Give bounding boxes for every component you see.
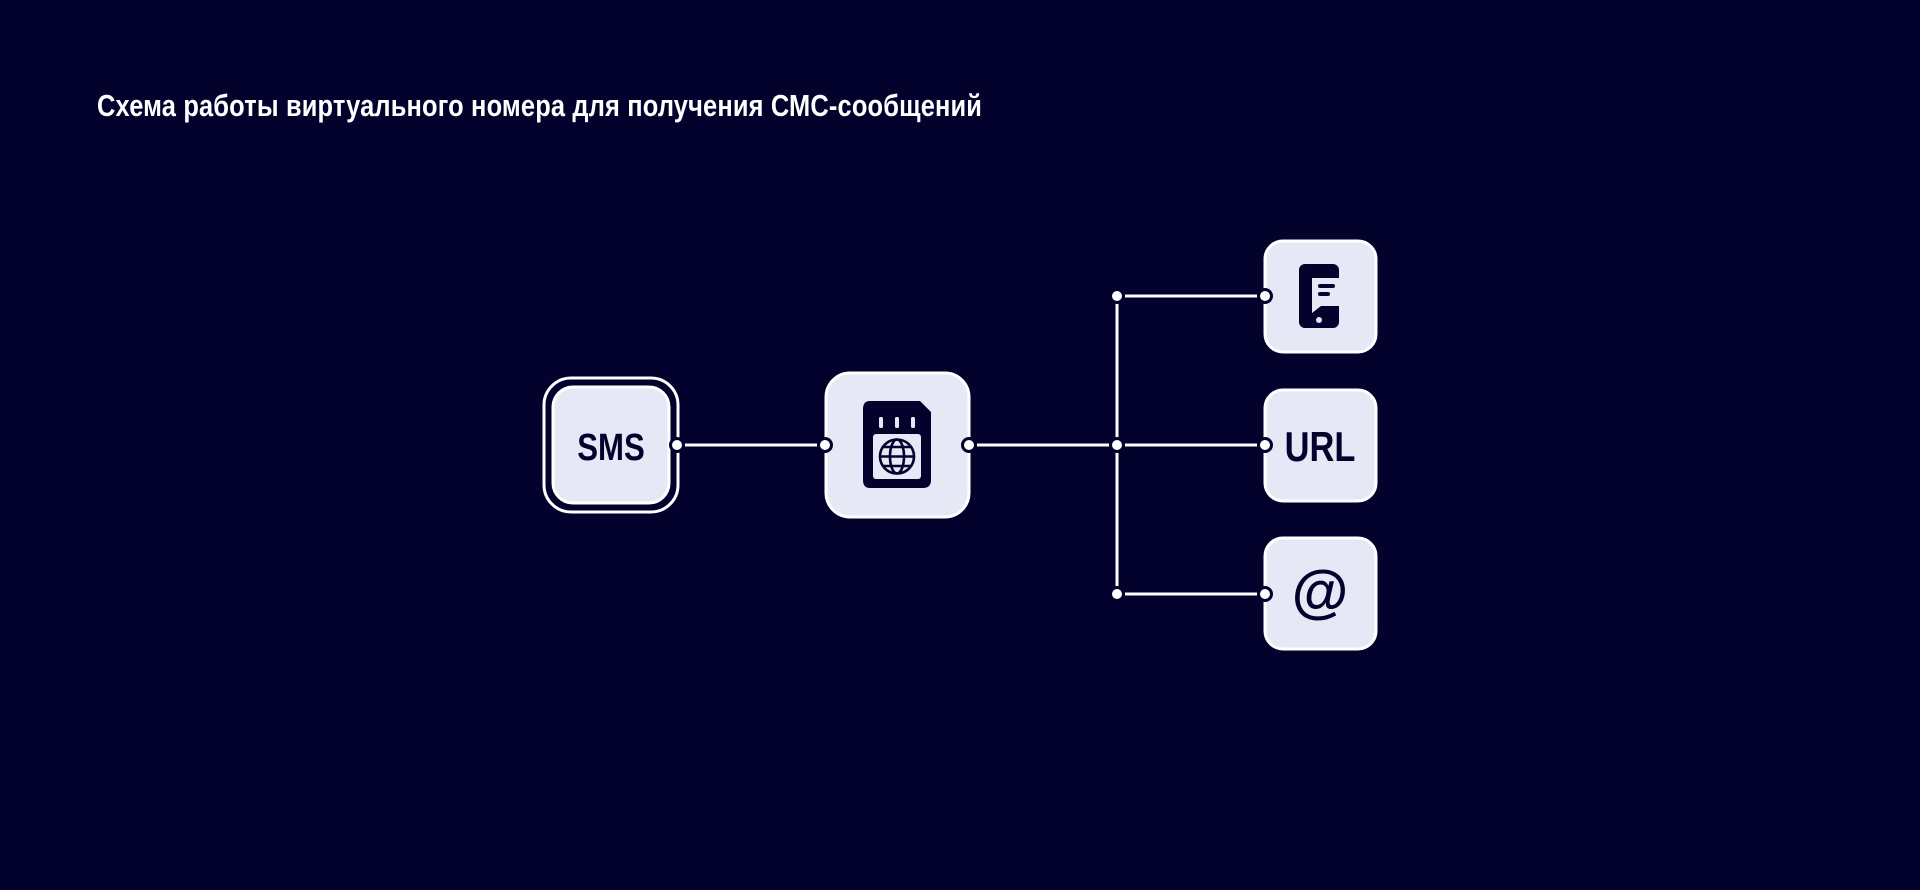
sim-card-globe-icon xyxy=(863,401,931,488)
phone-message-icon xyxy=(1299,264,1343,328)
dot-phone-in xyxy=(1257,288,1273,304)
node-url-label: URL xyxy=(1285,424,1356,471)
node-sim xyxy=(824,371,971,519)
node-url: URL xyxy=(1263,388,1378,503)
dot-sms-out xyxy=(669,437,685,453)
page-title: Схема работы виртуального номера для пол… xyxy=(97,88,983,123)
dot-sim-out xyxy=(961,437,977,453)
node-sms-label: SMS xyxy=(577,427,645,469)
node-email: @ xyxy=(1263,536,1378,651)
dot-url-in xyxy=(1257,437,1273,453)
node-phone xyxy=(1263,239,1378,354)
dot-branch-top xyxy=(1109,288,1125,304)
dot-email-in xyxy=(1257,586,1273,602)
node-sms: SMS xyxy=(542,376,680,514)
at-sign-icon: @ xyxy=(1292,559,1349,624)
dot-branch-bottom xyxy=(1109,586,1125,602)
dot-sim-in xyxy=(817,437,833,453)
dot-branch-middle xyxy=(1109,437,1125,453)
connection-dots xyxy=(669,288,1273,602)
